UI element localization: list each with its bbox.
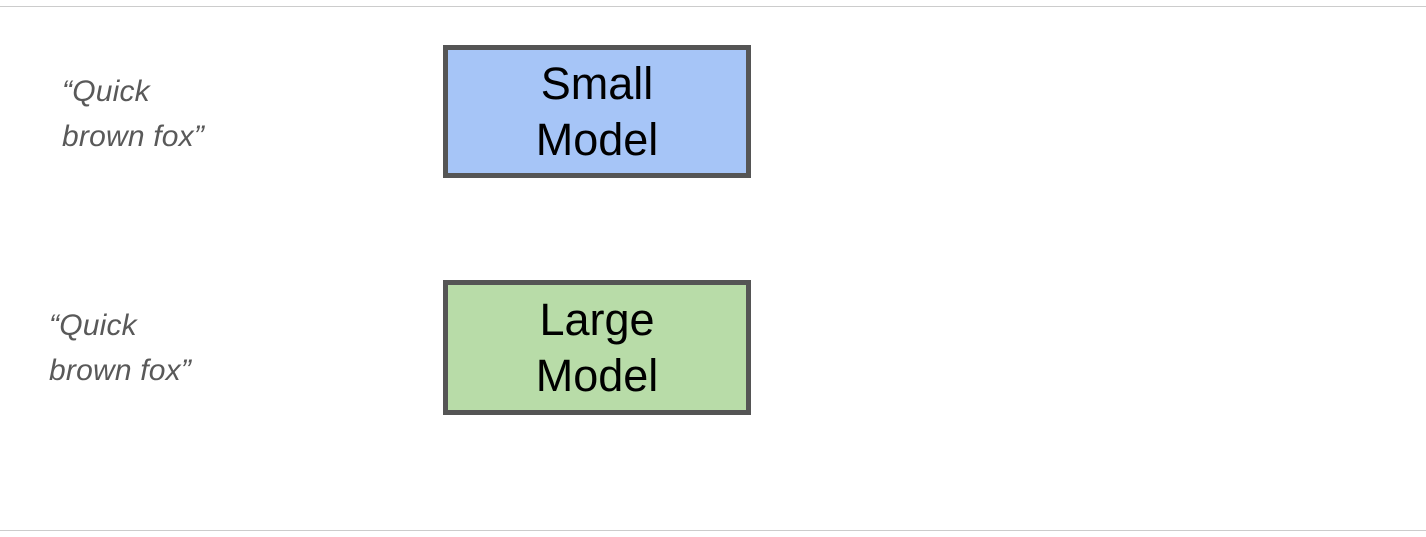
large-model-box[interactable]: Large Model [443, 280, 751, 415]
large-model-box-label: Large Model [535, 293, 659, 401]
bottom-divider-rule [0, 530, 1426, 531]
prompt-label-large: “Quick brown fox” [49, 309, 192, 387]
top-divider-rule [0, 6, 1426, 7]
prompt-label-small: “Quick brown fox” [62, 75, 205, 153]
small-model-row: “Quick brown fox” Small Model [0, 45, 1426, 178]
small-model-box-label: Small Model [535, 57, 659, 165]
large-model-row: “Quick brown fox” Large Model [0, 280, 1426, 415]
small-model-box[interactable]: Small Model [443, 45, 751, 178]
